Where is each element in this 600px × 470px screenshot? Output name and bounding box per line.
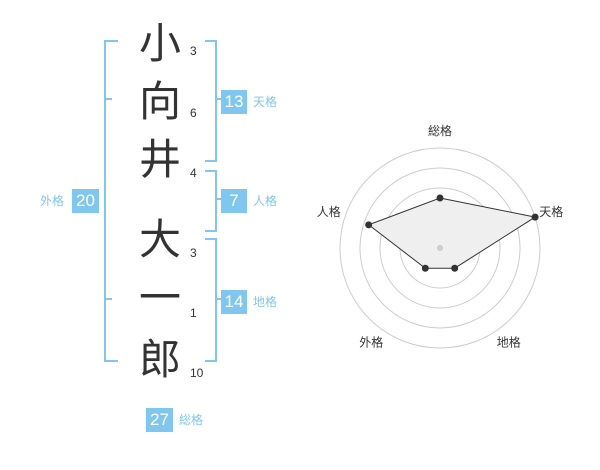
radar-axis-label: 外格 — [359, 335, 383, 350]
radar-points — [365, 194, 539, 272]
chikaku-label: 地格 — [253, 295, 278, 309]
chikaku-badge: 14 — [221, 290, 247, 314]
gaikaku-bracket — [104, 40, 118, 362]
bracket-tick — [215, 198, 221, 200]
name-char-6: 郎 — [138, 335, 181, 384]
radar-axis-label: 地格 — [497, 335, 521, 350]
bracket-tick — [104, 98, 112, 100]
tenkaku-label: 天格 — [253, 95, 278, 109]
name-char-5: 一 — [138, 273, 181, 322]
bracket-tick — [104, 298, 112, 300]
jinkaku-bracket — [205, 170, 217, 232]
radar-point-5 — [365, 221, 373, 229]
stroke-count-5: 1 — [190, 306, 197, 320]
radar-ring — [379, 187, 501, 309]
soukaku-badge: 27 — [146, 408, 173, 432]
radar-point-4 — [421, 264, 429, 272]
radar-axis-label: 人格 — [317, 204, 341, 219]
name-char-2: 向 — [138, 77, 181, 126]
soukaku-label: 総格 — [179, 413, 204, 427]
radar-point-3 — [451, 264, 459, 272]
chikaku-bracket — [205, 238, 217, 362]
name-char-1: 小 — [138, 19, 181, 68]
radar-center-dot — [437, 245, 443, 251]
gaikaku-badge: 20 — [72, 189, 99, 213]
radar-ring — [359, 167, 521, 329]
radar-point-2 — [531, 213, 539, 221]
stroke-count-1: 3 — [190, 44, 197, 58]
tenkaku-badge: 13 — [221, 90, 247, 114]
bracket-tick — [215, 298, 221, 300]
radar-ring — [339, 147, 541, 349]
radar-axis-label: 天格 — [539, 204, 563, 219]
jinkaku-label: 人格 — [253, 194, 278, 208]
tenkaku-bracket — [205, 40, 217, 162]
bracket-tick — [215, 98, 221, 100]
radar-axis-label: 総格 — [428, 123, 452, 138]
stroke-count-2: 6 — [190, 106, 197, 120]
radar-polygon — [367, 197, 537, 269]
jinkaku-badge: 7 — [221, 189, 247, 213]
gaikaku-label: 外格 — [40, 194, 65, 208]
stroke-count-4: 3 — [190, 246, 197, 260]
name-char-4: 大 — [138, 215, 181, 264]
stroke-count-3: 4 — [190, 166, 197, 180]
name-char-3: 井 — [138, 135, 181, 184]
radar-point-1 — [436, 194, 444, 202]
stroke-count-6: 10 — [190, 366, 204, 380]
